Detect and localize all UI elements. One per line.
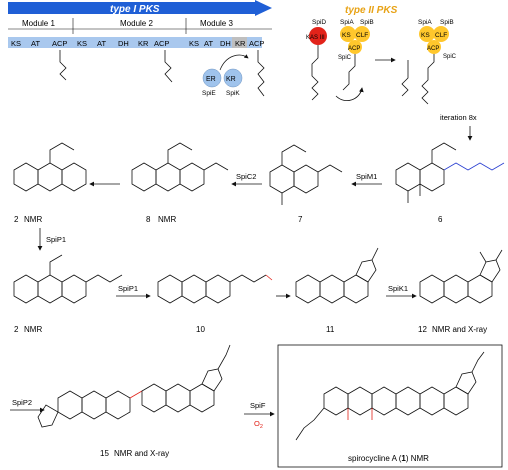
module-3-label: Module 3 bbox=[200, 19, 233, 28]
m1-ks: KS bbox=[11, 39, 21, 48]
spip1-step-a: SpiP1 bbox=[46, 235, 66, 244]
acp2-label: ACP bbox=[427, 46, 439, 52]
pks-intermediates bbox=[59, 50, 265, 97]
kasiii-label: KAS III bbox=[306, 35, 325, 41]
compound-8-number: 8 bbox=[146, 215, 151, 224]
spik-label: SpiK bbox=[226, 90, 240, 97]
spia2-label: SpiA bbox=[418, 19, 432, 26]
final-product-caption: spirocycline A (1) NMR bbox=[348, 454, 429, 463]
o2-label: O2 bbox=[254, 419, 263, 430]
spif-step-label: SpiF bbox=[250, 401, 266, 410]
compound-10-number: 10 bbox=[196, 325, 205, 334]
pks-domains: KS AT ACP KS AT DH KR ACP KS AT DH KR AC… bbox=[8, 37, 264, 48]
spid-label: SpiD bbox=[312, 19, 326, 26]
iteration-label: iteration 8x bbox=[440, 113, 477, 122]
compound-8-note: NMR bbox=[158, 215, 176, 224]
compound-8 bbox=[131, 142, 229, 192]
m3-ks: KS bbox=[189, 39, 199, 48]
m3-acp: ACP bbox=[249, 39, 264, 48]
er-label: ER bbox=[206, 76, 216, 83]
compound-12-number: 12 bbox=[418, 325, 427, 334]
type2-enzymes: SpiD KAS III SpiA SpiB KS CLF ACP SpiC S… bbox=[306, 19, 457, 61]
compound-2b-number: 2 bbox=[14, 325, 19, 334]
spib2-label: SpiB bbox=[440, 19, 454, 26]
spik1-step-label: SpiK1 bbox=[388, 284, 408, 293]
type2-pks-label: type II PKS bbox=[345, 5, 398, 16]
m2-dh: DH bbox=[118, 39, 129, 48]
compound-11-number: 11 bbox=[326, 325, 335, 334]
module-labels: Module 1 Module 2 Module 3 bbox=[8, 18, 272, 34]
type1-pks-arrow: type I PKS bbox=[8, 0, 272, 16]
compound-2-top bbox=[13, 142, 87, 192]
m1-acp: ACP bbox=[52, 39, 67, 48]
spic2-step-label: SpiC2 bbox=[236, 172, 256, 181]
compound-11 bbox=[295, 247, 379, 304]
compound-2a-note: NMR bbox=[24, 215, 42, 224]
m2-acp: ACP bbox=[154, 39, 169, 48]
m1-at: AT bbox=[31, 39, 40, 48]
m3-dh: DH bbox=[220, 39, 231, 48]
compound-2b-note: NMR bbox=[24, 325, 42, 334]
clf-label: CLF bbox=[356, 32, 368, 39]
compound-15 bbox=[37, 344, 231, 428]
compound-7 bbox=[269, 144, 343, 205]
compound-6-number: 6 bbox=[438, 215, 443, 224]
m3-kr-inactive: KR bbox=[235, 39, 246, 48]
compound-10 bbox=[157, 274, 273, 304]
compound-15-number: 15 bbox=[100, 449, 109, 458]
compound-2-bottom bbox=[13, 254, 123, 304]
acp-label: ACP bbox=[348, 46, 360, 52]
compound-7-number: 7 bbox=[298, 215, 303, 224]
clf2-label: CLF bbox=[435, 32, 447, 39]
compound-12-note: NMR and X-ray bbox=[432, 325, 487, 334]
m2-at: AT bbox=[97, 39, 106, 48]
spib-label: SpiB bbox=[360, 19, 374, 26]
er-kr-enzymes: ER KR SpiE SpiK bbox=[202, 54, 249, 97]
spip1-step-b: SpiP1 bbox=[118, 284, 138, 293]
kr-label: KR bbox=[226, 76, 236, 83]
ks2-label: KS bbox=[421, 32, 430, 39]
ks-label: KS bbox=[342, 32, 351, 39]
m2-ks: KS bbox=[77, 39, 87, 48]
module-1-label: Module 1 bbox=[22, 19, 55, 28]
compound-6 bbox=[395, 142, 505, 203]
spim1-label: SpiM1 bbox=[356, 172, 377, 181]
spia-label: SpiA bbox=[340, 19, 354, 26]
module-2-label: Module 2 bbox=[120, 19, 153, 28]
spie-label: SpiE bbox=[202, 90, 216, 97]
compound-12 bbox=[419, 249, 503, 304]
m3-at: AT bbox=[204, 39, 213, 48]
spic2-label: SpiC bbox=[443, 54, 457, 60]
compound-15-note: NMR and X-ray bbox=[114, 449, 169, 458]
compound-2a-number: 2 bbox=[14, 215, 19, 224]
final-product-box bbox=[277, 344, 503, 468]
type1-pks-label: type I PKS bbox=[110, 4, 160, 15]
spip2-step-label: SpiP2 bbox=[12, 398, 32, 407]
type2-chains bbox=[311, 45, 435, 105]
spic-label: SpiC bbox=[338, 55, 352, 61]
m2-kr: KR bbox=[138, 39, 149, 48]
